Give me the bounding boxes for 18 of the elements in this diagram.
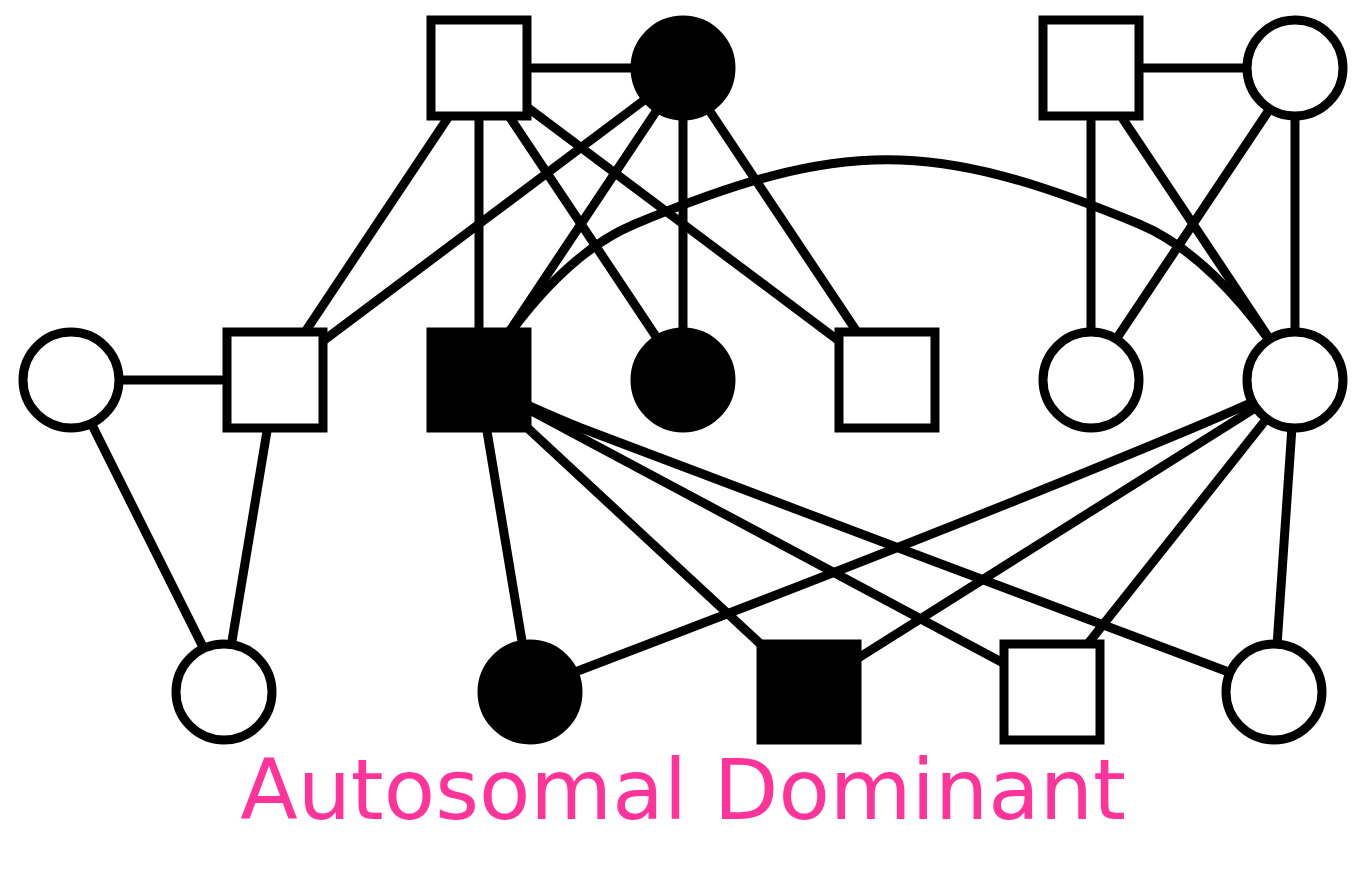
node-circle (1221, 639, 1326, 745)
node-circle (1038, 327, 1143, 433)
diagram-title: Autosomal Dominant (239, 741, 1126, 840)
node-circle (1242, 327, 1347, 433)
connector (524, 424, 763, 647)
node-box (222, 327, 327, 433)
node-circle (171, 639, 276, 745)
node-box (1038, 15, 1143, 121)
node-box (999, 639, 1104, 745)
node-circle (1242, 15, 1347, 121)
node-box (756, 639, 861, 745)
node-circle (18, 327, 123, 433)
node-box (834, 327, 939, 433)
node-box (426, 15, 531, 121)
node-circle (630, 15, 735, 121)
node-circle (477, 639, 582, 745)
node-box (426, 327, 531, 433)
node-circle (630, 327, 735, 433)
